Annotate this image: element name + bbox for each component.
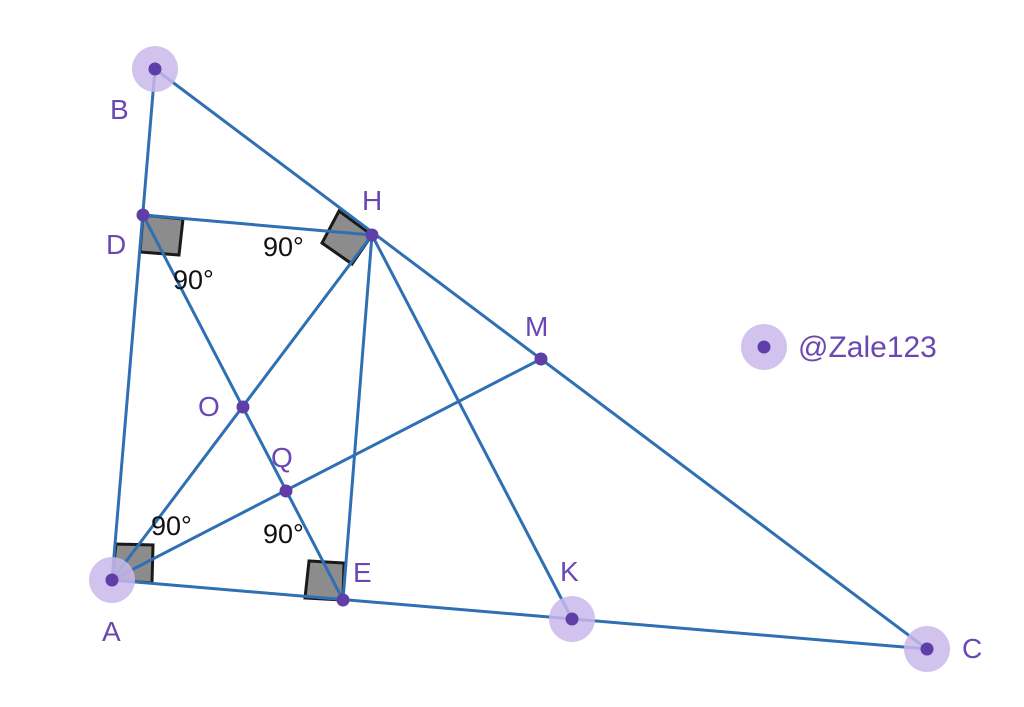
angle-label-a: 90° [151, 511, 192, 541]
label-q: Q [271, 442, 293, 473]
label-k: K [560, 556, 579, 587]
label-d: D [106, 229, 126, 260]
segment-ac [110, 578, 929, 651]
segment-ab [110, 67, 157, 582]
point-b [148, 62, 162, 76]
label-h: H [362, 185, 382, 216]
point-e [336, 593, 350, 607]
label-o: O [198, 391, 220, 422]
point-d [136, 208, 150, 222]
segment-am [110, 357, 543, 582]
label-e: E [353, 557, 372, 588]
point-h [365, 228, 379, 242]
angle-label-h: 90° [263, 232, 304, 262]
label-a: A [102, 616, 121, 647]
watermark-dot [757, 340, 771, 354]
watermark-text: @Zale123 [798, 331, 937, 364]
label-c: C [962, 633, 982, 664]
segment-hk [370, 233, 574, 621]
point-o [236, 400, 250, 414]
segment-dh [141, 213, 374, 237]
angle-label-e: 90° [263, 519, 304, 549]
label-b: B [110, 94, 129, 125]
segment-he [341, 233, 374, 602]
angle-label-d: 90° [173, 265, 214, 295]
label-m: M [525, 311, 548, 342]
point-c [920, 642, 934, 656]
point-a [105, 573, 119, 587]
point-k [565, 612, 579, 626]
point-m [534, 352, 548, 366]
right-angle-marker-h [320, 208, 375, 267]
point-q [279, 484, 293, 498]
